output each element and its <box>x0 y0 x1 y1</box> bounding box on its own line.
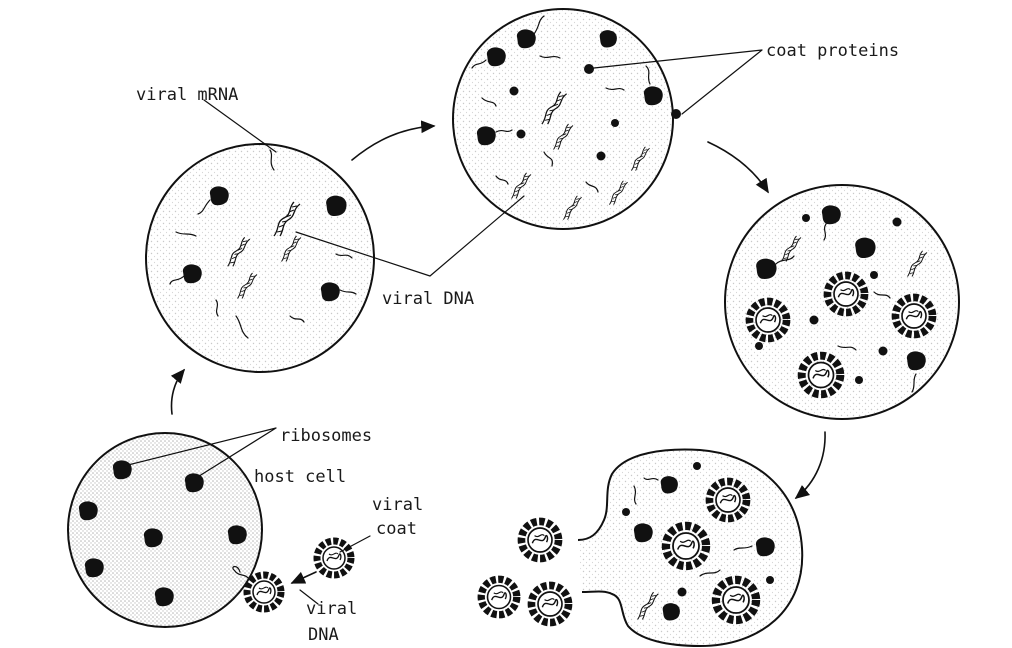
pointer-viral-mrna <box>203 99 277 153</box>
pointer-coat-proteins <box>593 49 763 115</box>
host-cell <box>67 432 263 628</box>
label-viral-coat-line2: coat <box>376 519 417 539</box>
arrow-step-3 <box>707 141 769 194</box>
ribosome <box>227 525 247 545</box>
label-viral-mrna: viral mRNA <box>136 85 238 105</box>
pointer-viral-dna <box>295 195 525 277</box>
ribosome <box>84 558 104 578</box>
ribosome <box>78 501 98 521</box>
label-host-cell: host cell <box>254 467 346 487</box>
pointer-viral-dna-lower <box>299 589 319 605</box>
ribosome <box>143 528 163 548</box>
label-coat-proteins: coat proteins <box>766 41 899 61</box>
released-virion <box>481 579 517 615</box>
label-viral-dna-lower-line2: DNA <box>308 625 339 645</box>
cell-lysis <box>577 448 804 648</box>
released-virion <box>521 521 558 558</box>
label-viral-coat-line1: viral <box>372 495 423 515</box>
free-virion <box>317 541 351 575</box>
label-viral-dna-lower-line1: viral <box>306 599 357 619</box>
arrow-step-1 <box>170 368 186 415</box>
pointer-viral-coat <box>339 535 371 553</box>
arrow-step-2 <box>351 120 436 161</box>
released-virion <box>531 585 568 622</box>
cell-protein-synthesis <box>452 8 681 230</box>
label-ribosomes: ribosomes <box>280 426 372 446</box>
ribosome <box>112 460 132 480</box>
ribosome <box>154 587 174 607</box>
ribosome <box>184 473 204 493</box>
coat-protein-dot <box>584 64 594 74</box>
arrow-step-4 <box>794 431 826 500</box>
cell-transcription <box>145 143 375 373</box>
pointer-ribosomes <box>123 427 277 479</box>
cell-assembly <box>724 184 960 420</box>
infecting-virion <box>232 565 281 610</box>
arrow-attach <box>290 571 317 584</box>
label-viral-dna: viral DNA <box>382 289 474 309</box>
